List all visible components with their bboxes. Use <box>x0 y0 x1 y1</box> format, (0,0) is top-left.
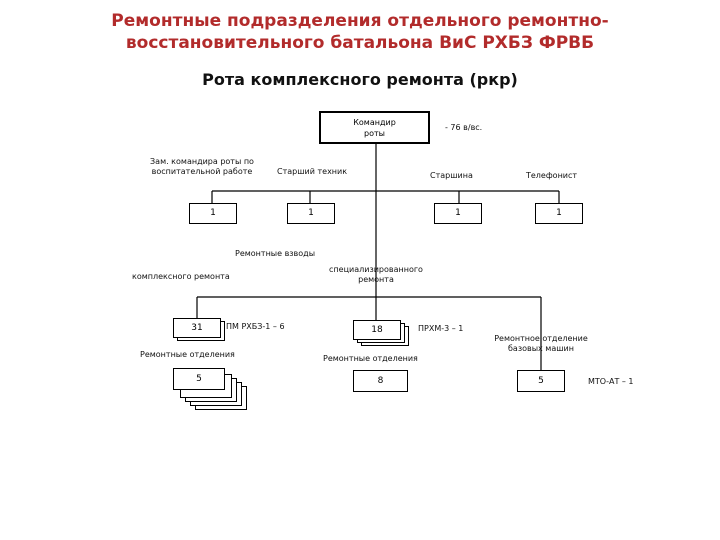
base-section-count: 5 <box>538 375 544 386</box>
platoons-label: Ремонтные взводы <box>235 249 316 258</box>
platoon-special-equipment: ПРХМ-3 – 1 <box>418 324 464 333</box>
platoon-complex-count: 31 <box>191 322 203 333</box>
base-section-box: 5 <box>517 370 565 392</box>
platoon-special-count: 18 <box>371 324 383 335</box>
base-section-label: Ремонтное отделение базовых машин <box>494 334 588 353</box>
commander-box: Командир роты <box>319 111 430 144</box>
platoon-special-label: специализированного ремонта <box>329 265 423 284</box>
slide-title: Ремонтные подразделения отдельного ремон… <box>40 10 680 54</box>
staff-count-senior-tech: 1 <box>308 208 314 218</box>
commander-label: Командир роты <box>353 117 396 138</box>
special-sections-count: 8 <box>377 375 384 386</box>
title-line-1: Ремонтные подразделения отдельного ремон… <box>111 11 609 31</box>
staff-box-sergeant: 1 <box>434 203 482 224</box>
staff-count-deputy: 1 <box>210 208 216 218</box>
special-sections-label: Ремонтные отделения <box>323 354 418 363</box>
staff-role-telephonist: Телефонист <box>526 171 578 180</box>
slide-subtitle: Рота комплексного ремонта (ркр) <box>202 70 518 89</box>
complex-sections-box: 5 <box>173 368 225 390</box>
platoon-complex-label: комплексного ремонта <box>132 272 230 281</box>
complex-sections-count: 5 <box>196 373 202 384</box>
staff-role-deputy: Зам. командира роты по воспитательной ра… <box>150 157 254 176</box>
staff-box-deputy: 1 <box>189 203 237 224</box>
staff-role-senior-tech: Старший техник <box>277 167 348 176</box>
complex-sections-label: Ремонтные отделения <box>140 350 235 359</box>
staff-box-senior-tech: 1 <box>287 203 335 224</box>
base-section-equipment: МТО-АТ – 1 <box>588 377 634 386</box>
platoon-special-box: 18 <box>353 320 401 340</box>
staff-count-sergeant: 1 <box>455 208 461 218</box>
commander-note: - 76 в/вс. <box>445 123 483 132</box>
staff-role-sergeant: Старшина <box>430 171 473 180</box>
special-sections-box: 8 <box>353 370 408 392</box>
platoon-complex-box: 31 <box>173 318 221 338</box>
staff-count-telephonist: 1 <box>556 208 562 218</box>
staff-box-telephonist: 1 <box>535 203 583 224</box>
title-line-2: восстановительного батальона ВиС РХБЗ ФР… <box>125 33 595 53</box>
platoon-complex-equipment: ПМ РХБЗ-1 – 6 <box>226 322 285 331</box>
